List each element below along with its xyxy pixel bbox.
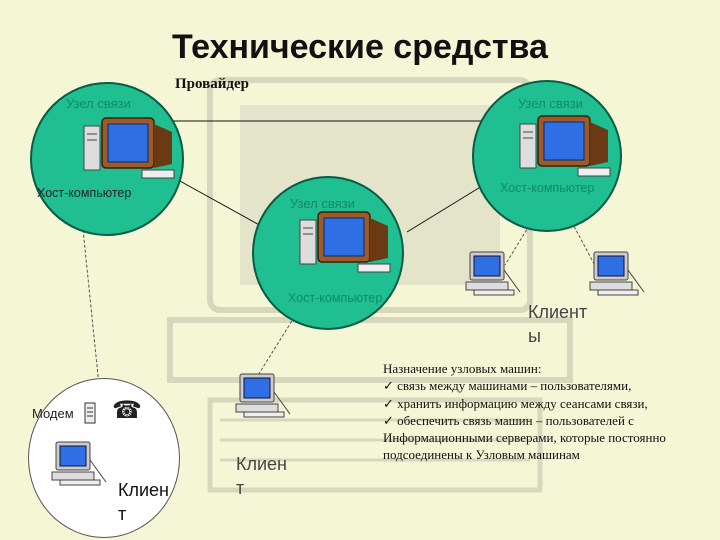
- page-title: Технические средства: [0, 28, 720, 67]
- description-item: ✓ связь между машинами – пользователями,: [383, 377, 703, 394]
- client-modem-label: Клиен т: [118, 478, 169, 526]
- node-purpose-description: Назначение узловых машин: ✓ связь между …: [383, 360, 703, 464]
- modem-icon: [84, 402, 96, 424]
- client-center-label: Клиен т: [236, 452, 287, 500]
- node-label-right: Узел связи: [518, 96, 583, 111]
- description-item: ✓ обеспечить связь машин – пользователей…: [383, 412, 703, 464]
- host-label-right: Хост-компьютер: [500, 181, 594, 195]
- description-heading: Назначение узловых машин:: [383, 360, 703, 377]
- host-label-center: Хост-компьютер: [288, 291, 382, 305]
- node-label-left: Узел связи: [66, 96, 131, 111]
- client-computer-icon: [230, 372, 292, 418]
- client-computer-icon: [460, 250, 522, 296]
- host-computer-left-icon: [82, 114, 178, 180]
- description-item: ✓ хранить информацию между сеансами связ…: [383, 395, 703, 412]
- modem-label: Модем: [32, 406, 74, 421]
- host-computer-center-icon: [298, 208, 394, 274]
- host-computer-right-icon: [518, 112, 614, 178]
- provider-label: Провайдер: [175, 76, 249, 93]
- client-computer-icon: [584, 250, 646, 296]
- host-label-left: Хост-компьютер: [37, 186, 131, 200]
- client-computer-icon: [46, 440, 108, 486]
- clients-right-label: Клиент ы: [528, 300, 587, 348]
- phone-icon: ☎: [112, 396, 142, 424]
